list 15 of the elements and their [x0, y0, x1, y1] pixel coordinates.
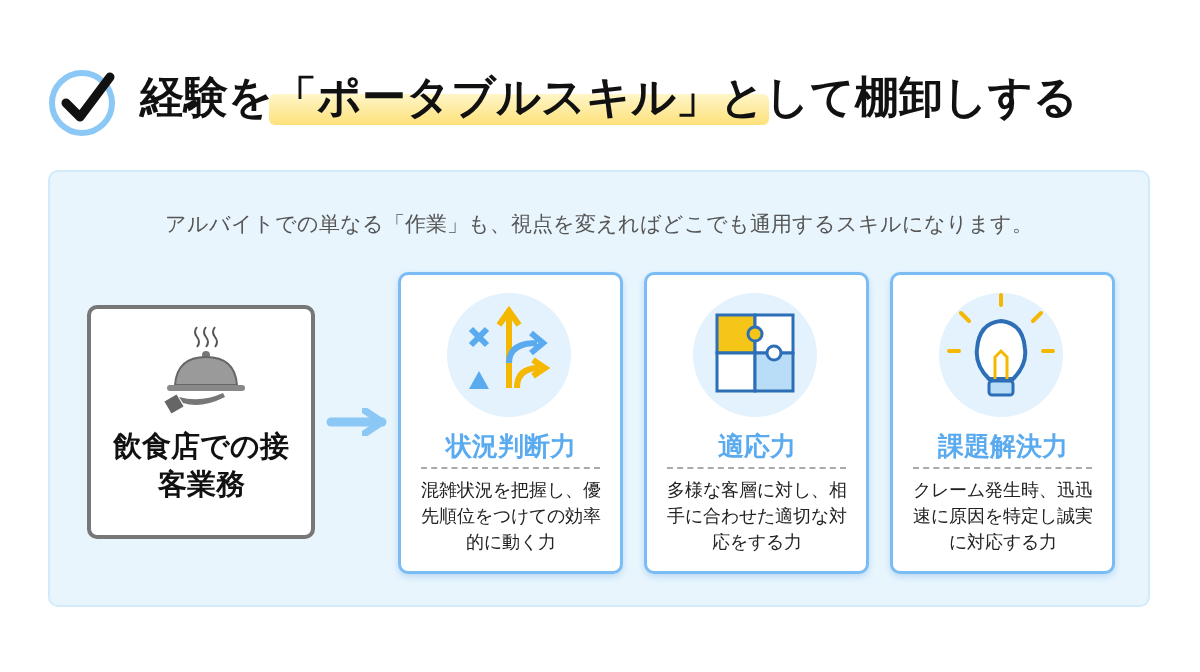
job-title: 飲食店での接客業務 [112, 428, 290, 503]
skill-description: クレーム発生時、迅迅速に原因を特定し誠実に対応する力 [911, 478, 1094, 554]
skill-card [644, 272, 869, 574]
skill-description: 混雑状況を把握し、優先順位をつけての効率的に動く力 [419, 478, 602, 554]
skill-card [890, 272, 1115, 574]
skill-heading: 適応力 [716, 430, 797, 463]
title: 経験を「ポータブルスキル」として棚卸しする [140, 70, 1078, 124]
job-box [87, 305, 315, 539]
panel-background [48, 170, 1150, 607]
subtitle: アルバイトでの単なる「作業」も、視点を変えればどこでも通用するスキルになります。 [165, 212, 1033, 236]
skill-heading: 課題解決力 [936, 430, 1069, 463]
skill-card [398, 272, 623, 574]
skill-heading: 状況判断力 [444, 430, 577, 463]
skill-description: 多様な客層に対し、相手に合わせた適切な対応をする力 [665, 478, 848, 554]
arrow [326, 406, 387, 438]
